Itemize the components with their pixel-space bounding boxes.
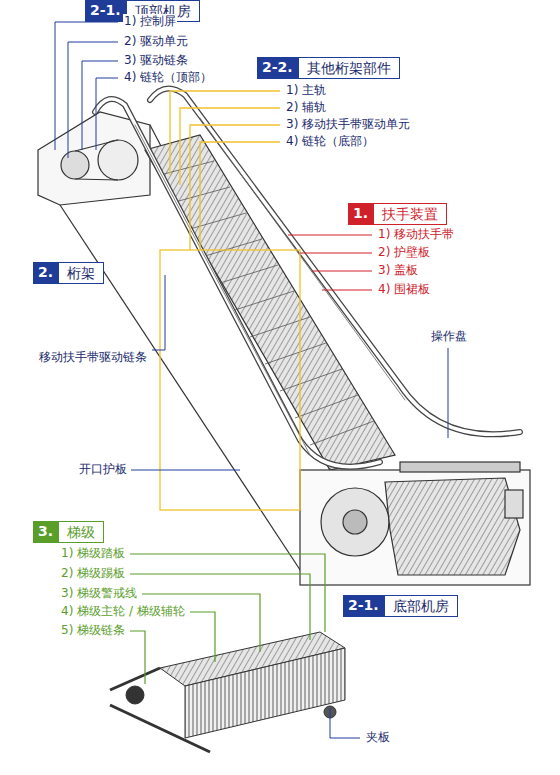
part-label: 4) 梯级主轮 / 梯级辅轮 <box>60 604 186 619</box>
part-label: 2) 护壁板 <box>377 245 431 260</box>
section-heading: 2.桁架 <box>33 262 104 284</box>
part-label: 4) 链轮（顶部） <box>123 70 213 85</box>
section-number: 2-1. <box>343 595 384 617</box>
top-sprocket <box>61 151 89 179</box>
part-label: 操作盘 <box>430 329 468 344</box>
steps-band <box>145 135 395 470</box>
leader-lines-steps <box>130 554 325 684</box>
part-label: 5) 梯级链条 <box>60 623 126 638</box>
bottom-sprocket-hub <box>343 510 367 534</box>
step-chain <box>110 705 210 752</box>
truss <box>38 112 530 585</box>
part-label: 1) 移动扶手带 <box>377 227 455 242</box>
left-handrail-inner <box>95 99 380 467</box>
return-steps <box>385 478 520 575</box>
section-number: 2. <box>33 262 58 284</box>
part-label: 3) 盖板 <box>377 263 419 278</box>
part-label: 3) 移动扶手带驱动单元 <box>285 117 411 132</box>
part-label: 4) 围裙板 <box>377 282 431 297</box>
part-label: 1) 主轨 <box>285 83 327 98</box>
section-number: 2-2. <box>257 57 298 79</box>
top-drive <box>98 140 138 180</box>
right-handrail-inner <box>150 89 520 435</box>
section-heading: 2-2.其他桁架部件 <box>257 57 400 79</box>
section-title: 扶手装置 <box>373 203 447 225</box>
part-label: 移动扶手带驱动链条 <box>38 350 148 365</box>
step-illustration <box>110 632 345 752</box>
section-number: 1. <box>348 203 373 225</box>
section-title: 梯级 <box>58 521 104 543</box>
part-label: 开口护板 <box>78 462 128 477</box>
balustrade <box>135 118 405 455</box>
floor-plate <box>400 462 520 472</box>
part-label: 2) 驱动单元 <box>123 34 189 49</box>
step-wheel <box>126 686 144 704</box>
part-label: 2) 辅轨 <box>285 100 327 115</box>
section-title: 桁架 <box>58 262 104 284</box>
section-title: 其他桁架部件 <box>298 57 400 79</box>
handrails <box>95 89 520 467</box>
step-riser <box>185 648 345 738</box>
part-label: 2) 梯级踢板 <box>60 566 126 581</box>
section-number: 2-1. <box>85 0 126 22</box>
section-number: 3. <box>33 521 58 543</box>
section-title: 底部机房 <box>384 595 458 617</box>
bottom-machine-room <box>300 470 530 585</box>
part-label: 夹板 <box>365 730 391 745</box>
part-label: 1) 梯级踏板 <box>60 546 126 561</box>
leader-lines-truss <box>160 91 300 510</box>
right-handrail <box>150 89 520 435</box>
leader-lines-handrail <box>288 235 372 290</box>
left-handrail <box>95 99 380 467</box>
part-label: 4) 链轮（底部） <box>285 134 375 149</box>
part-label: 3) 驱动链条 <box>123 53 189 68</box>
part-label: 3) 梯级警戒线 <box>60 586 138 601</box>
section-heading: 3.梯级 <box>33 521 104 543</box>
bottom-sprocket <box>321 488 389 556</box>
drive-chain <box>75 179 118 180</box>
section-heading: 1.扶手装置 <box>348 203 447 225</box>
bottom-gear <box>505 490 523 518</box>
section-heading: 2-1.底部机房 <box>343 595 458 617</box>
leader-lines-misc <box>131 275 448 738</box>
leader-lines-top <box>55 22 118 158</box>
part-label: 1) 控制屏 <box>123 14 177 29</box>
